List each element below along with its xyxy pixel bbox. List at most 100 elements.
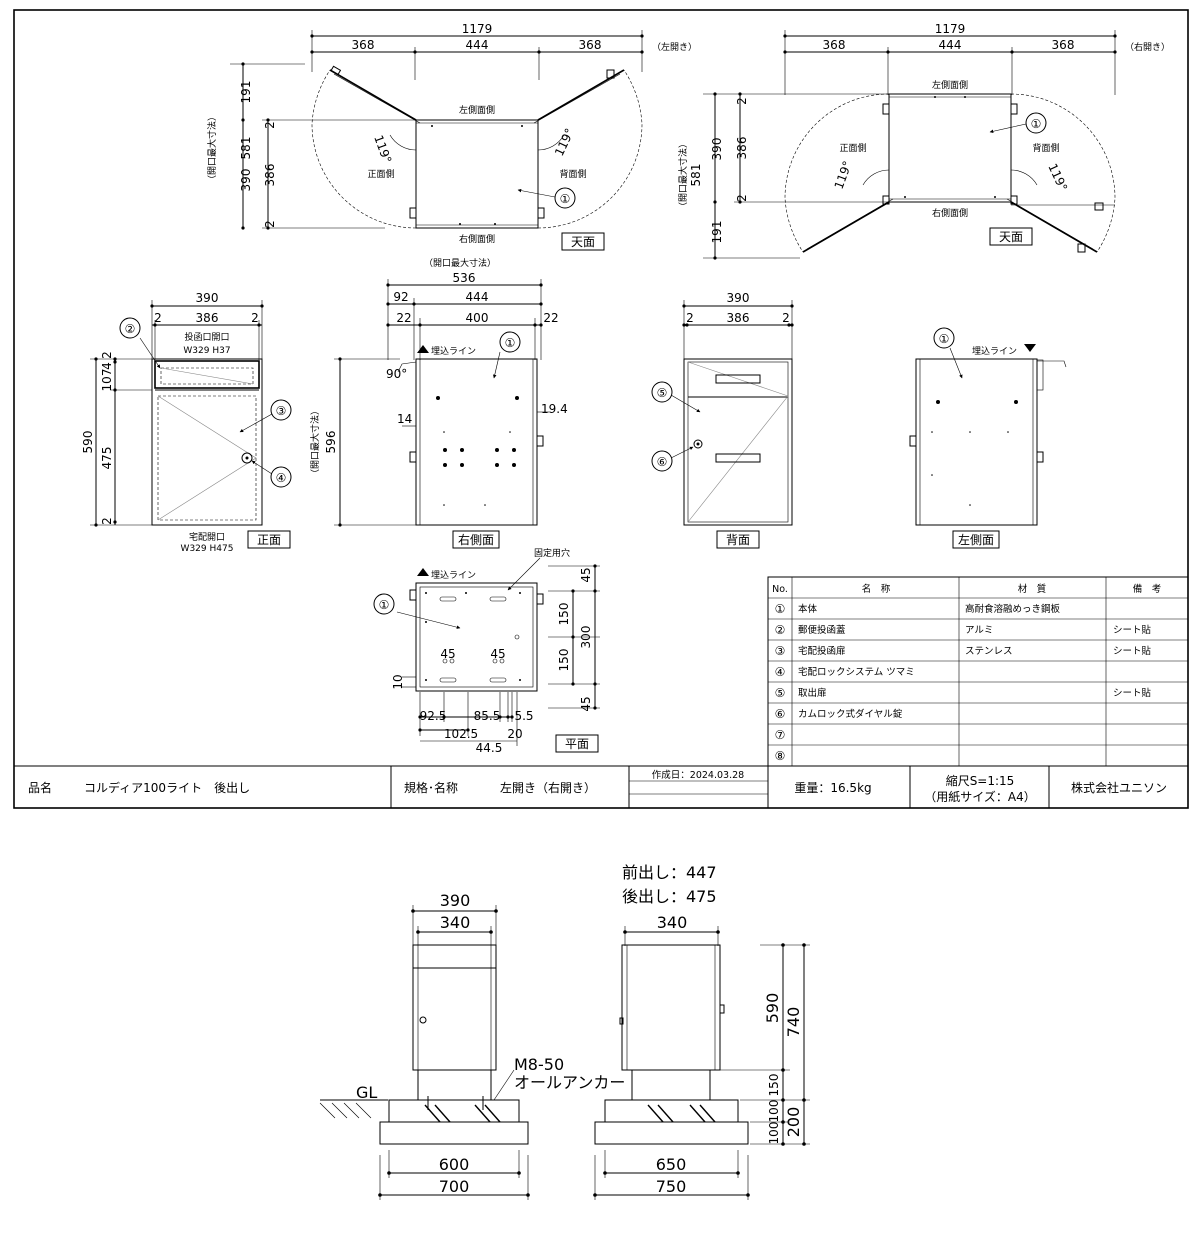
tb-spec-value: 左開き（右開き）	[500, 780, 596, 795]
pt-r5-note: シート貼	[1113, 687, 1152, 699]
pv-d300: 300	[579, 626, 593, 649]
rsv-w22a: 22	[396, 311, 411, 325]
pv-d150b: 150	[557, 649, 571, 672]
tb-weight: 重量：16.5kg	[794, 781, 871, 795]
pv-d102-5: 102.5	[444, 727, 478, 741]
fv-w2b: 2	[251, 311, 259, 325]
tb-product-name: コルディア100ライト 後出し	[84, 780, 250, 795]
inst-h150: 150	[767, 1074, 781, 1097]
pt-r2-note: シート貼	[1113, 624, 1152, 636]
fv-w390: 390	[196, 291, 219, 305]
rsv-w92: 92	[393, 290, 408, 304]
tvl-h191: 191	[239, 81, 253, 104]
tag-front-view: 正面	[257, 533, 281, 547]
rsv-w536: 536	[453, 271, 476, 285]
tvl-seg-a: 368	[352, 38, 375, 52]
inst-h200: 200	[784, 1107, 803, 1138]
pv-d20: 20	[507, 727, 522, 741]
pt-r5-name: 取出扉	[798, 687, 827, 699]
bv-w386: 386	[727, 311, 750, 325]
tb-scale: 縮尺S=1:15	[946, 773, 1015, 788]
top-view-right: 1179 368 444 368 （右開き） 2 386 2	[677, 22, 1170, 260]
tvl-side-right: 右側面側	[459, 233, 495, 245]
tvr-h390: 390	[710, 138, 724, 161]
rsv-h19-4: 19.4	[541, 402, 568, 416]
pt-r3-material: ステンレス	[965, 646, 1013, 657]
pt-r1-no: ①	[775, 602, 786, 616]
fv-h2a: 2	[100, 351, 114, 359]
pv-d45b: 45	[579, 696, 593, 711]
inst-w340b: 340	[657, 913, 688, 932]
pv-bury-line: 埋込ライン	[431, 570, 476, 581]
inst-w700: 700	[439, 1177, 470, 1196]
balloon-1-pv: ①	[379, 598, 390, 612]
tb-company: 株式会社ユニソン	[1071, 780, 1167, 795]
install-right: 前出し：447 後出し：475 340 590 740 15	[593, 863, 810, 1200]
rsv-angle90: 90°	[386, 367, 407, 381]
lsv-bury-line: 埋込ライン	[972, 346, 1017, 357]
tvr-h2b: 2	[735, 194, 749, 202]
rsv-h596: 596	[324, 431, 338, 454]
fv-h4: 4	[100, 362, 114, 370]
balloon-3-fv: ③	[276, 404, 287, 418]
inst-h590: 590	[763, 993, 782, 1024]
pv-d45a: 45	[579, 567, 593, 582]
tvl-open-label: （左開き）	[652, 41, 697, 53]
tvl-side-left: 左側面側	[459, 104, 495, 116]
tvl-total: 1179	[462, 22, 493, 36]
inst-back-out: 後出し：475	[622, 887, 717, 906]
balloon-4-fv: ④	[276, 471, 287, 485]
tvl-h2b: 2	[263, 220, 277, 228]
balloon-5-bv: ⑤	[657, 386, 668, 400]
rsv-w444: 444	[466, 290, 489, 304]
inst-h740: 740	[784, 1007, 803, 1038]
pv-d45c: 45	[440, 647, 455, 661]
pt-h-note: 備 考	[1133, 583, 1162, 595]
tvl-h386: 386	[263, 164, 277, 187]
pv-fix-hole: 固定用穴	[534, 547, 570, 559]
title-block: 品名 コルディア100ライト 後出し 規格･名称 左開き（右開き） 作成日：20…	[14, 765, 1188, 808]
pv-d5-5: 5.5	[514, 709, 533, 723]
tvl-seg-b: 444	[466, 38, 489, 52]
tvr-side-front: 正面側	[839, 142, 866, 154]
drawing-border	[13, 9, 1189, 809]
fv-delivery-size: W329 H475	[181, 544, 234, 554]
fv-slot-size: W329 H37	[183, 346, 230, 356]
pv-d44-5: 44.5	[476, 741, 503, 755]
inst-h100b: 100	[767, 1122, 781, 1145]
balloon-2-fv: ②	[125, 322, 136, 336]
tb-spec-label: 規格･名称	[404, 780, 458, 795]
inst-gl: GL	[356, 1083, 377, 1102]
pt-r8-no: ⑧	[775, 749, 786, 763]
pv-d150a: 150	[557, 603, 571, 626]
pt-r3-no: ③	[775, 644, 786, 658]
inst-h100a: 100	[767, 1100, 781, 1123]
tvl-h390: 390	[239, 169, 253, 192]
pt-r1-name: 本体	[798, 603, 818, 615]
balloon-6-bv: ⑥	[657, 455, 668, 469]
fv-h107: 107	[100, 369, 114, 392]
pt-r7-no: ⑦	[775, 728, 786, 742]
pt-r3-note: シート貼	[1113, 645, 1152, 657]
plan-view: 固定用穴 埋込ライン 45 150 300 150 45 45	[373, 547, 600, 755]
pt-r4-no: ④	[775, 665, 786, 679]
bv-w2b: 2	[782, 311, 790, 325]
pt-r2-no: ②	[775, 623, 786, 637]
tag-top-view-left: 天面	[571, 235, 595, 249]
tag-top-view-right: 天面	[999, 230, 1023, 244]
balloon-1-tvr: ①	[1031, 117, 1042, 131]
pv-d85-5: 85.5	[474, 709, 501, 723]
inst-anchor-a: M8-50	[514, 1055, 564, 1074]
tvr-angle-a: 119°	[832, 159, 855, 191]
inst-w340a: 340	[440, 913, 471, 932]
tb-product-label: 品名	[28, 780, 52, 795]
pt-r3-name: 宅配投函扉	[798, 645, 846, 657]
rsv-w400: 400	[466, 311, 489, 325]
tb-paper: （用紙サイズ：A4）	[924, 789, 1036, 804]
tvl-side-back: 背面側	[559, 168, 586, 180]
tvl-side-front: 正面側	[367, 168, 394, 180]
rsv-h14: 14	[397, 412, 412, 426]
tvr-h386: 386	[735, 137, 749, 160]
tvl-h2a: 2	[263, 121, 277, 129]
